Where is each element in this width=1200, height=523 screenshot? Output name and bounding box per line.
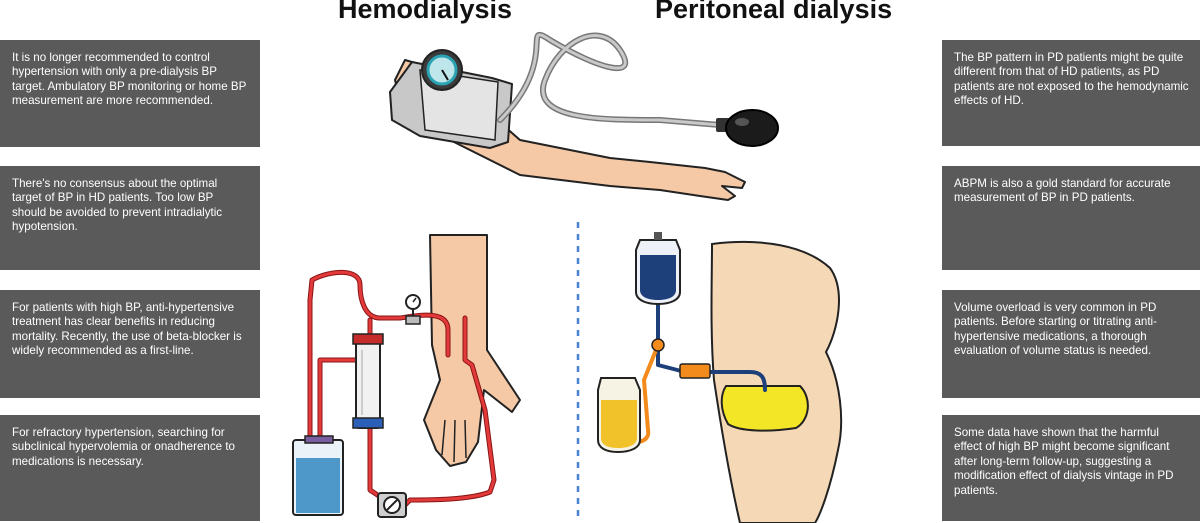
hd-info-box-3: For patients with high BP, anti-hyperten… [0,290,260,398]
hd-info-box-4: For refractory hypertension, searching f… [0,415,260,521]
pd-info-box-4: Some data have shown that the harmful ef… [942,415,1200,521]
hemodialysis-heading: Hemodialysis [338,0,513,24]
dialysate-container-icon [292,435,344,516]
sphygmomanometer-icon [389,31,779,201]
arm-icon [423,234,521,467]
y-connector-icon [651,338,665,352]
pressure-gauge-icon [405,294,421,325]
abdomen-icon [710,240,843,523]
pd-info-box-2: ABPM is also a gold standard for accurat… [942,166,1200,270]
hd-info-box-2: There's no consensus about the optimal t… [0,166,260,270]
pump-icon [377,492,407,518]
catheter-connector-icon [679,363,711,379]
hd-info-box-1: It is no longer recommended to control h… [0,40,260,147]
pd-info-box-1: The BP pattern in PD patients might be q… [942,40,1200,146]
pd-info-box-3: Volume overload is very common in PD pat… [942,290,1200,398]
dialysate-bag-icon [635,232,681,306]
dialyzer-icon [352,333,384,429]
drain-bag-icon [597,377,641,454]
peritoneal-dialysis-heading: Peritoneal dialysis [655,0,893,24]
